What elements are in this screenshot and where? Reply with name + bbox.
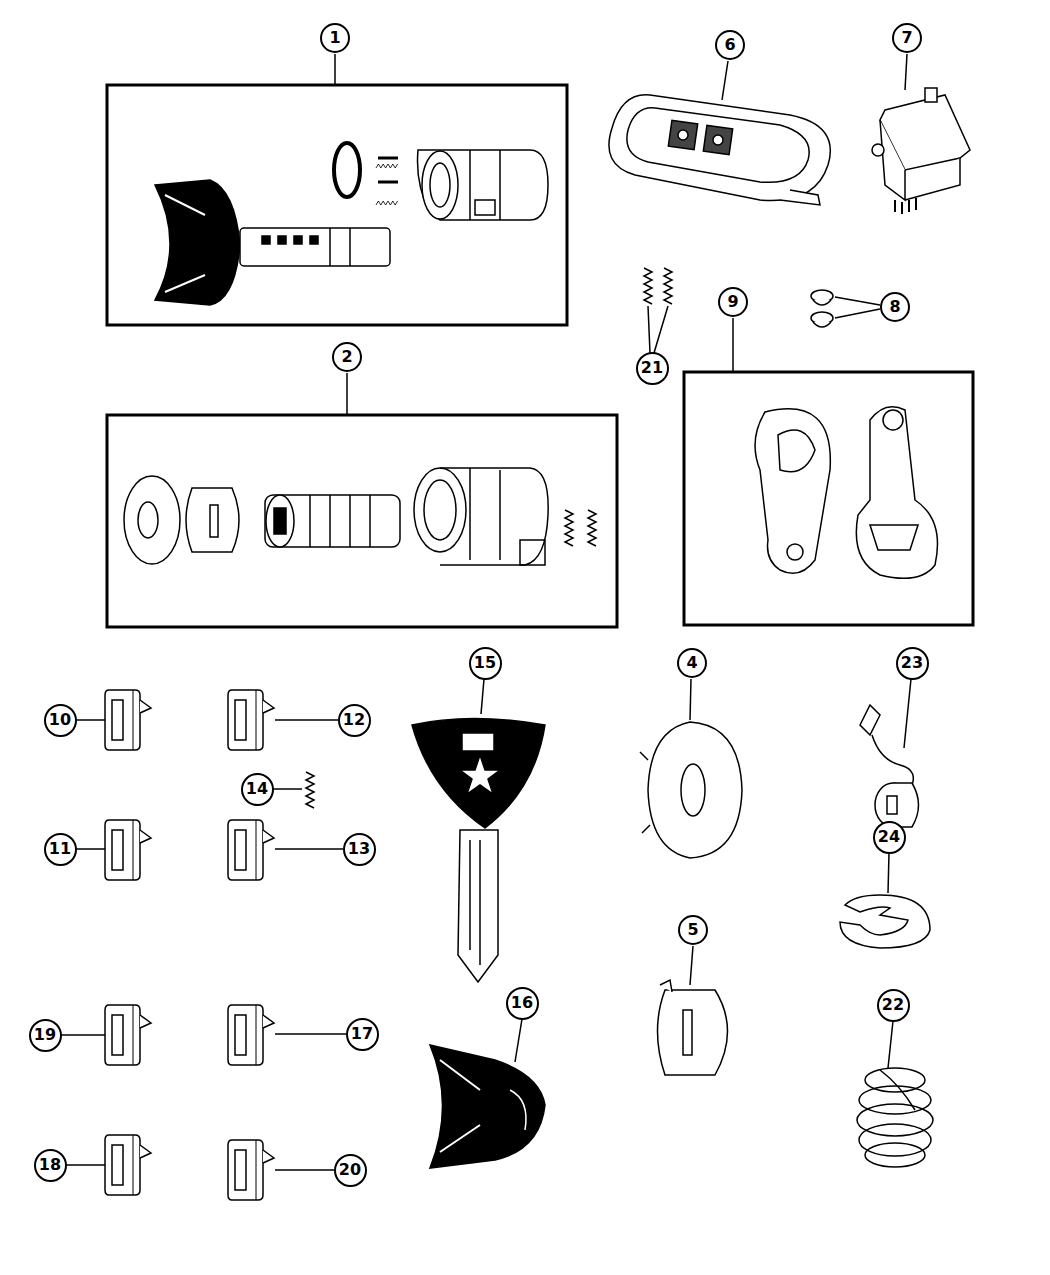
callout-circle: 11 <box>44 833 77 866</box>
callout-number: 20 <box>339 1162 361 1178</box>
callout-circle: 9 <box>718 287 748 317</box>
callout-circle: 14 <box>241 773 274 806</box>
callout-number: 8 <box>889 299 900 315</box>
callout-circle: 15 <box>469 647 502 680</box>
callout-circle: 5 <box>678 915 708 945</box>
callout-circle: 18 <box>34 1149 67 1182</box>
callout-number: 4 <box>686 655 697 671</box>
callout-number: 9 <box>727 294 738 310</box>
callout-circle: 16 <box>506 987 539 1020</box>
callout-number: 14 <box>246 781 268 797</box>
callout-number: 7 <box>901 30 912 46</box>
callout-circle: 1 <box>320 23 350 53</box>
callout-number: 2 <box>341 349 352 365</box>
callout-circle: 21 <box>636 352 669 385</box>
callout-number: 10 <box>49 712 71 728</box>
callout-number: 12 <box>343 712 365 728</box>
callout-circle: 10 <box>44 704 77 737</box>
callout-circle: 19 <box>29 1019 62 1052</box>
callout-number: 11 <box>49 841 71 857</box>
callout-number: 21 <box>641 360 663 376</box>
callout-number: 15 <box>474 655 496 671</box>
callout-number: 1 <box>329 30 340 46</box>
callout-number: 6 <box>724 37 735 53</box>
callout-number: 19 <box>34 1027 56 1043</box>
callout-circle: 7 <box>892 23 922 53</box>
callout-circle: 20 <box>334 1154 367 1187</box>
callout-circle: 12 <box>338 704 371 737</box>
callout-circle: 2 <box>332 342 362 372</box>
callout-number: 13 <box>348 841 370 857</box>
callout-circle: 13 <box>343 833 376 866</box>
callout-number: 18 <box>39 1157 61 1173</box>
callout-circle: 6 <box>715 30 745 60</box>
callout-circle: 8 <box>880 292 910 322</box>
callout-number: 22 <box>882 997 904 1013</box>
callout-circle: 24 <box>873 821 906 854</box>
callout-number: 24 <box>878 829 900 845</box>
callout-number: 16 <box>511 995 533 1011</box>
callout-circle: 23 <box>896 647 929 680</box>
callout-number: 5 <box>687 922 698 938</box>
callout-circle: 22 <box>877 989 910 1022</box>
callout-circle: 4 <box>677 648 707 678</box>
callout-number: 23 <box>901 655 923 671</box>
callout-circle: 17 <box>346 1018 379 1051</box>
callout-number: 17 <box>351 1026 373 1042</box>
